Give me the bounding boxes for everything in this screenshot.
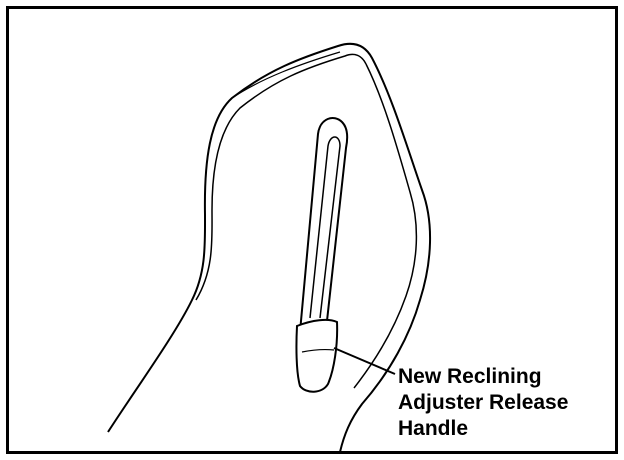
release-handle-line bbox=[301, 349, 335, 353]
callout-line-3: Handle bbox=[398, 417, 469, 440]
seat-back-inner-edge bbox=[195, 53, 367, 301]
seat-back-outline bbox=[107, 42, 432, 453]
seat-side-panel-line bbox=[353, 63, 418, 389]
seat-top-seam bbox=[231, 51, 341, 99]
handle-slot-outer bbox=[299, 117, 349, 333]
callout-label: New Reclining Adjuster Release Handle bbox=[398, 364, 608, 442]
release-handle bbox=[295, 318, 339, 393]
callout-line-1: New Reclining bbox=[398, 365, 542, 388]
callout-line-2: Adjuster Release bbox=[398, 391, 569, 414]
handle-slot-inner bbox=[309, 136, 341, 319]
callout-leader-line bbox=[333, 347, 396, 375]
